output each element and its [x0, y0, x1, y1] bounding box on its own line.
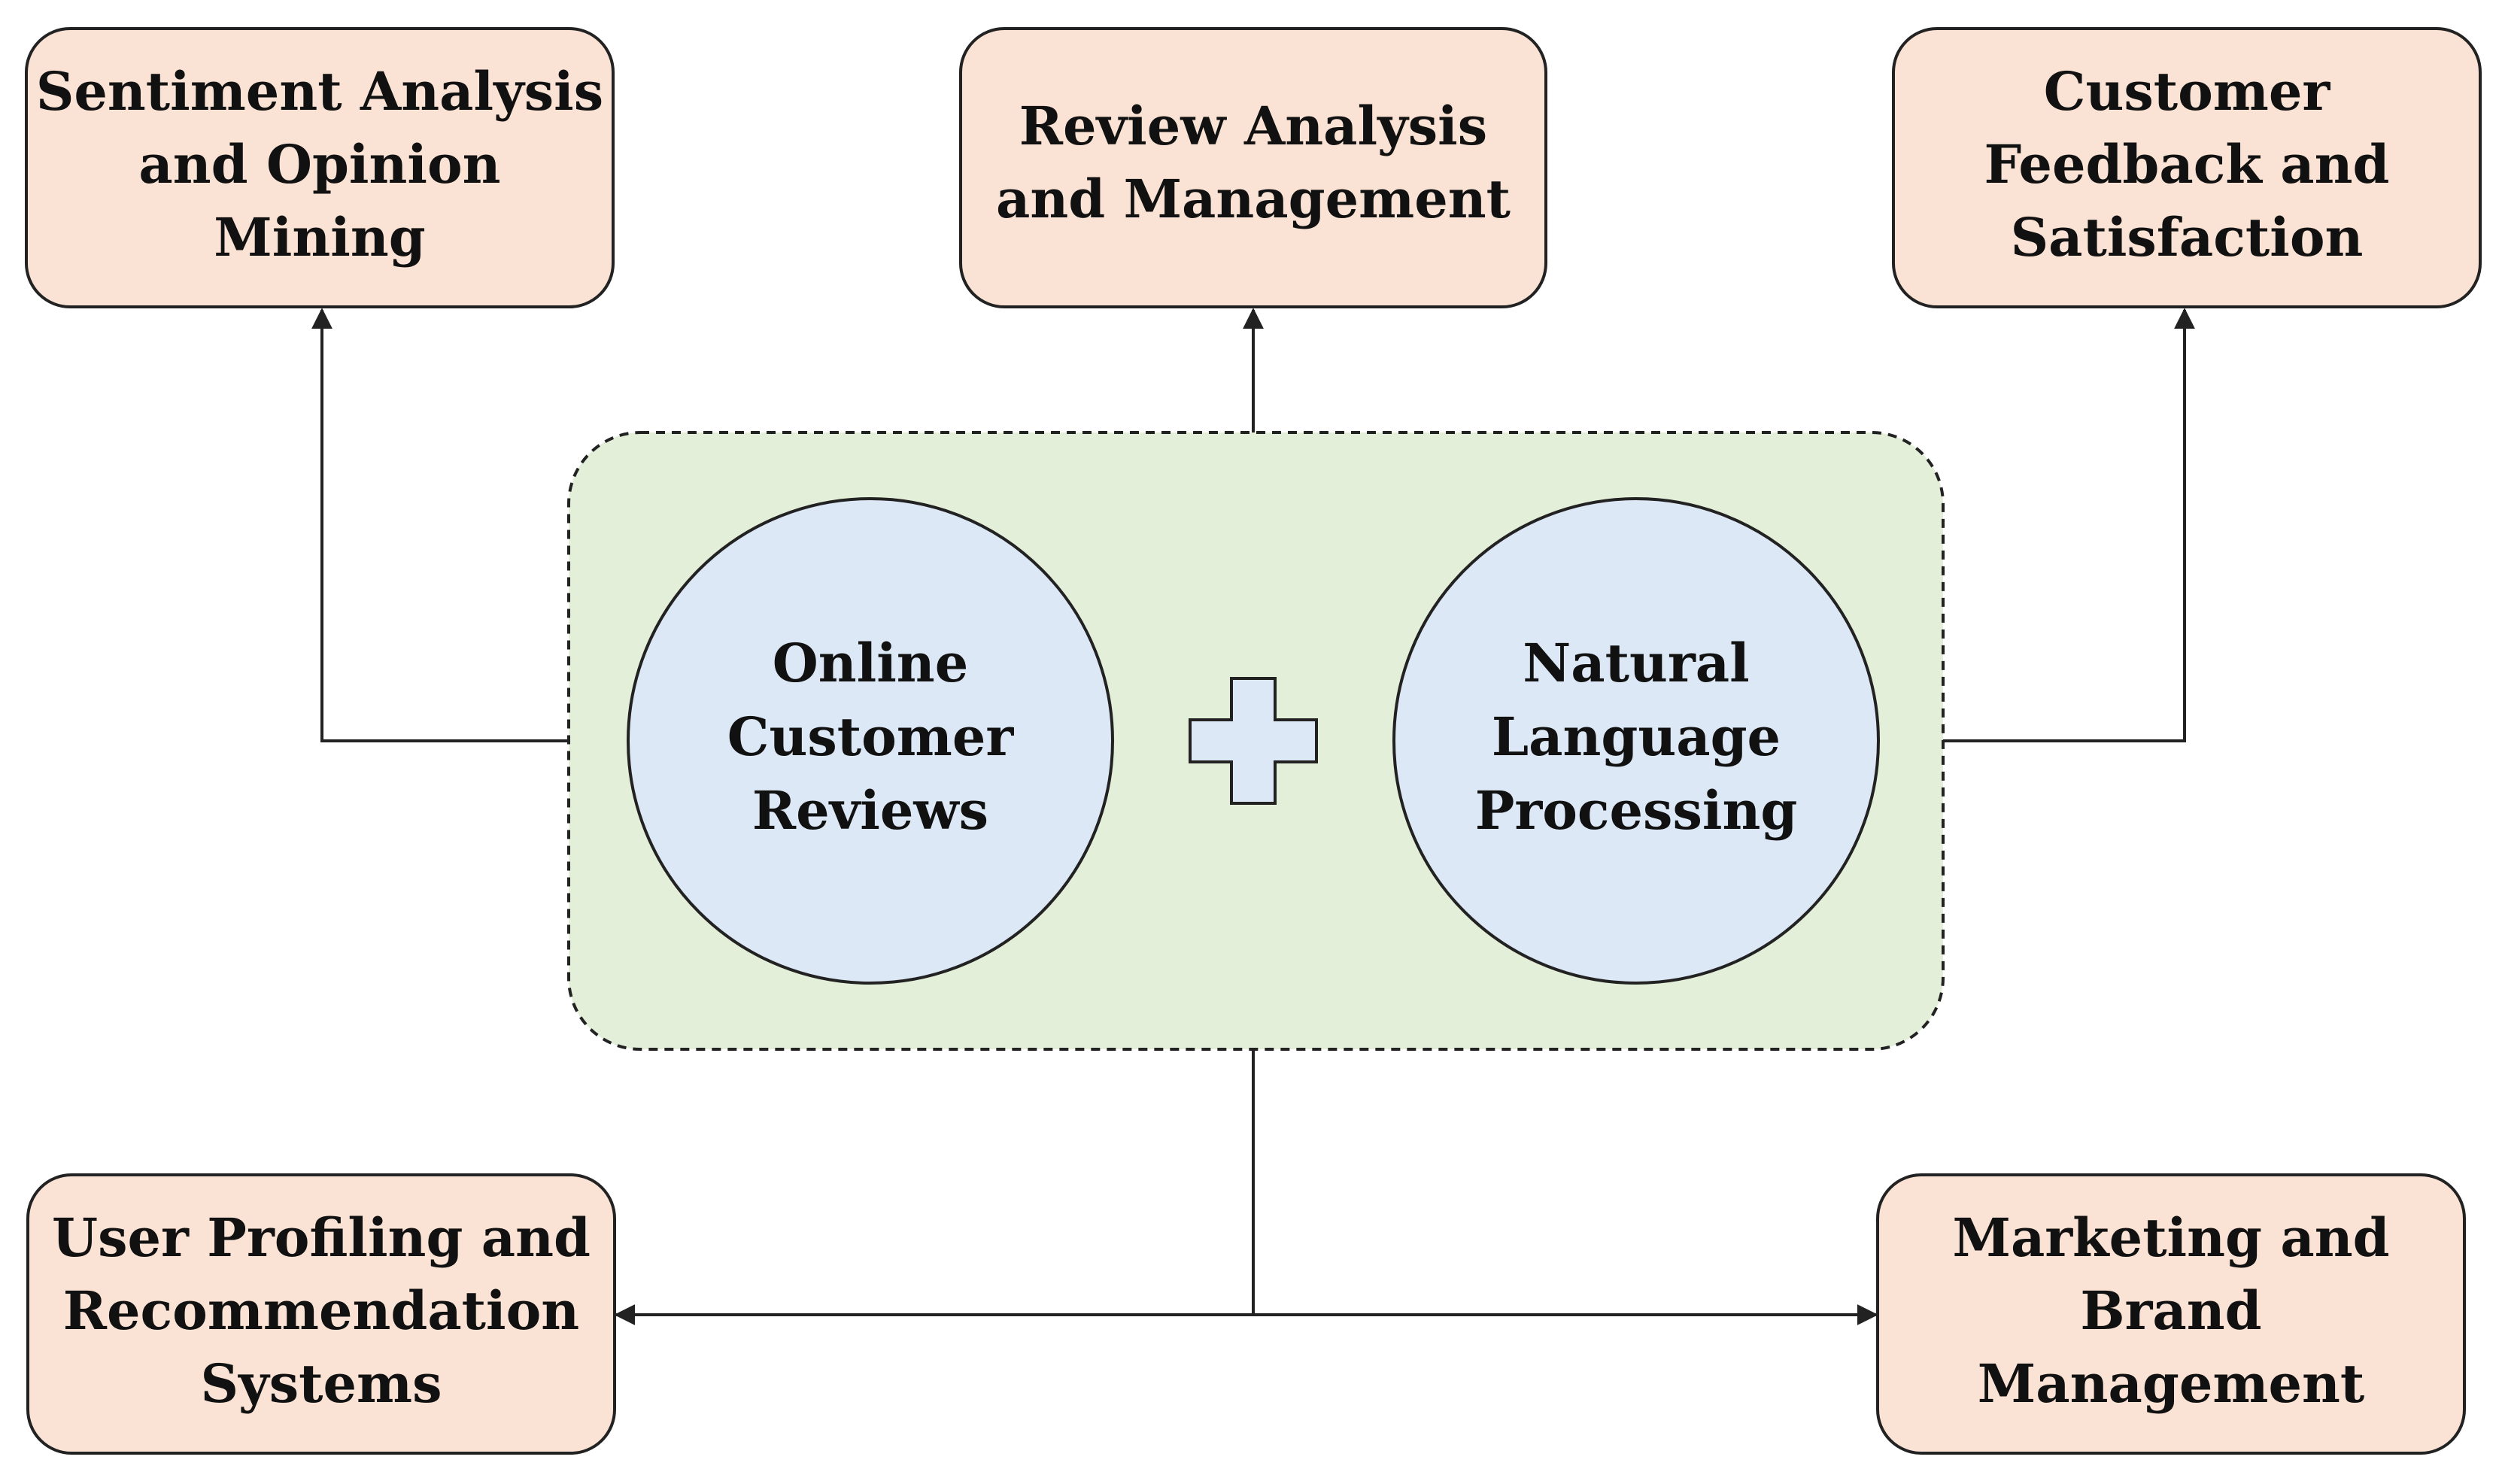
- box-label-line-1: Review Analysis: [1019, 95, 1487, 157]
- circle-label-line-1: Online: [773, 632, 968, 694]
- online-customer-reviews-circle: Online Customer Reviews: [627, 497, 1114, 985]
- box-shape: [25, 27, 615, 308]
- box-label-line-2: Recommendation: [63, 1279, 579, 1342]
- circle-label-line-2: Language: [1492, 706, 1781, 768]
- circle-shape: [627, 497, 1114, 985]
- box-shape: [1876, 1173, 2466, 1455]
- circle-label-line-3: Reviews: [752, 779, 988, 842]
- box-shape: [959, 27, 1547, 308]
- box-shape: [1892, 27, 2482, 308]
- connectors: [311, 308, 2195, 1325]
- sentiment-analysis-box: Sentiment Analysis and Opinion Mining: [25, 27, 615, 308]
- box-label-line-2: Feedback and: [1984, 133, 2390, 196]
- plus-icon: [1189, 677, 1318, 805]
- box-label-line-1: Customer: [2044, 60, 2331, 123]
- circle-label-line-2: Customer: [727, 706, 1015, 768]
- connector-to-customer-feedback: [1943, 308, 2195, 742]
- review-analysis-box: Review Analysis and Management: [959, 27, 1547, 308]
- box-label-line-3: Satisfaction: [2011, 206, 2364, 269]
- box-label-line-3: Systems: [201, 1352, 442, 1415]
- circle-label-line-1: Natural: [1523, 632, 1749, 694]
- circle-shape: [1392, 497, 1880, 985]
- box-label-line-2: and Management: [996, 168, 1511, 230]
- box-label-line-2: and Opinion: [138, 133, 500, 196]
- box-label-line-3: Mining: [214, 206, 425, 269]
- circle-label-line-3: Processing: [1475, 779, 1798, 842]
- customer-feedback-box: Customer Feedback and Satisfaction: [1892, 27, 2482, 308]
- box-label-line-2: Brand: [2080, 1279, 2261, 1342]
- marketing-brand-box: Marketing and Brand Management: [1876, 1173, 2466, 1455]
- box-label-line-1: Marketing and: [1952, 1206, 2389, 1269]
- box-shape: [26, 1173, 616, 1455]
- box-label-line-3: Management: [1978, 1352, 2364, 1415]
- box-label-line-1: Sentiment Analysis: [36, 60, 603, 123]
- connector-to-sentiment-analysis: [311, 308, 569, 742]
- box-label-line-1: User Profiling and: [52, 1206, 591, 1269]
- natural-language-processing-circle: Natural Language Processing: [1392, 497, 1880, 985]
- user-profiling-box: User Profiling and Recommendation System…: [26, 1173, 616, 1455]
